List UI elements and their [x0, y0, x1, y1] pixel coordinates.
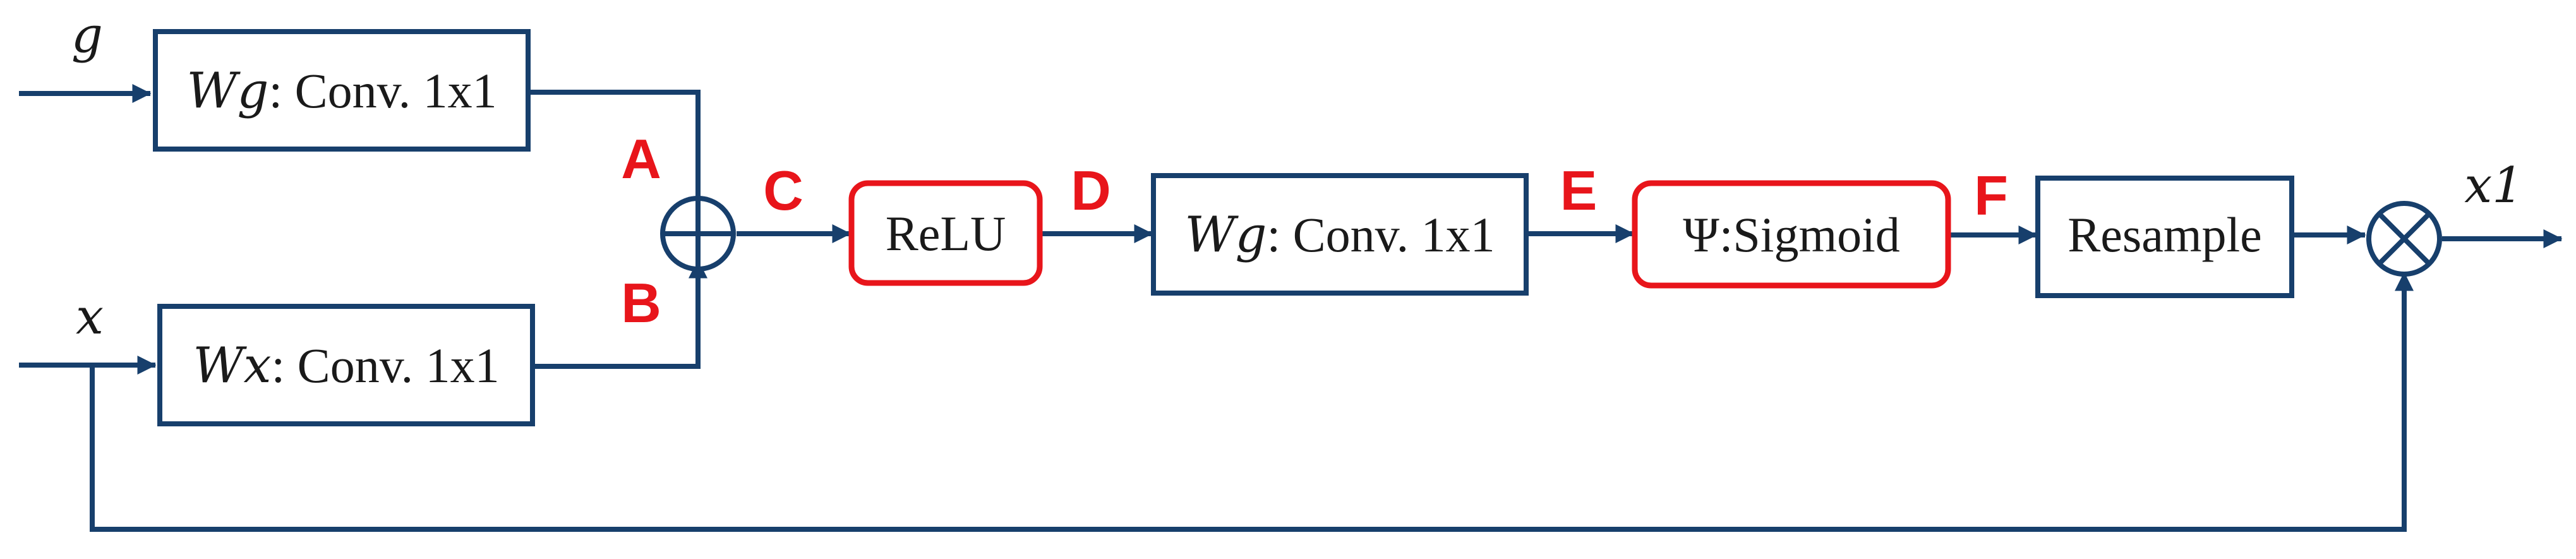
- wg-mid-block: Wg: Conv. 1x1: [1151, 173, 1529, 296]
- wx-symbol: Wx: [193, 337, 271, 394]
- wg-top-to-sum-line: [528, 90, 707, 216]
- psi-label: Ψ:Sigmoid: [1683, 207, 1900, 262]
- wg-top-text: : Conv. 1x1: [268, 63, 497, 118]
- svg-text:Wg: Conv. 1x1: Wg: Conv. 1x1: [186, 63, 497, 119]
- resample-label: Resample: [2067, 207, 2262, 262]
- marker-f: F: [1974, 164, 2008, 227]
- psi-sigmoid-block: Ψ:Sigmoid: [1632, 180, 1951, 289]
- wg-top-block: Wg: Conv. 1x1: [153, 29, 531, 152]
- wg-mid-symbol: Wg: [1184, 207, 1267, 263]
- wx-to-sum-line: [533, 259, 707, 369]
- marker-e: E: [1560, 159, 1598, 222]
- connectors: [19, 84, 2563, 532]
- wx-text: : Conv. 1x1: [272, 338, 500, 393]
- skip-connection-line: [90, 272, 2414, 532]
- svg-text:Wg: Conv. 1x1: Wg: Conv. 1x1: [1184, 207, 1495, 263]
- wg-top-symbol: Wg: [186, 63, 268, 119]
- multiply-junction-icon: [2366, 201, 2442, 277]
- svg-text:Wx: Conv. 1x1: Wx: Conv. 1x1: [193, 337, 499, 394]
- wx-block: Wx: Conv. 1x1: [157, 304, 535, 426]
- marker-a: A: [621, 128, 661, 190]
- marker-c: C: [763, 159, 803, 222]
- wg-mid-text: : Conv. 1x1: [1267, 207, 1495, 262]
- relu-block: ReLU: [848, 180, 1043, 286]
- resample-block: Resample: [2035, 176, 2294, 298]
- input-x-label: x: [76, 289, 104, 346]
- input-g-label: g: [71, 7, 103, 64]
- relu-label: ReLU: [886, 206, 1006, 261]
- sum-junction-icon: [660, 196, 736, 272]
- marker-d: D: [1071, 159, 1111, 222]
- output-x1-label: x1: [2464, 157, 2524, 214]
- marker-b: B: [621, 272, 661, 334]
